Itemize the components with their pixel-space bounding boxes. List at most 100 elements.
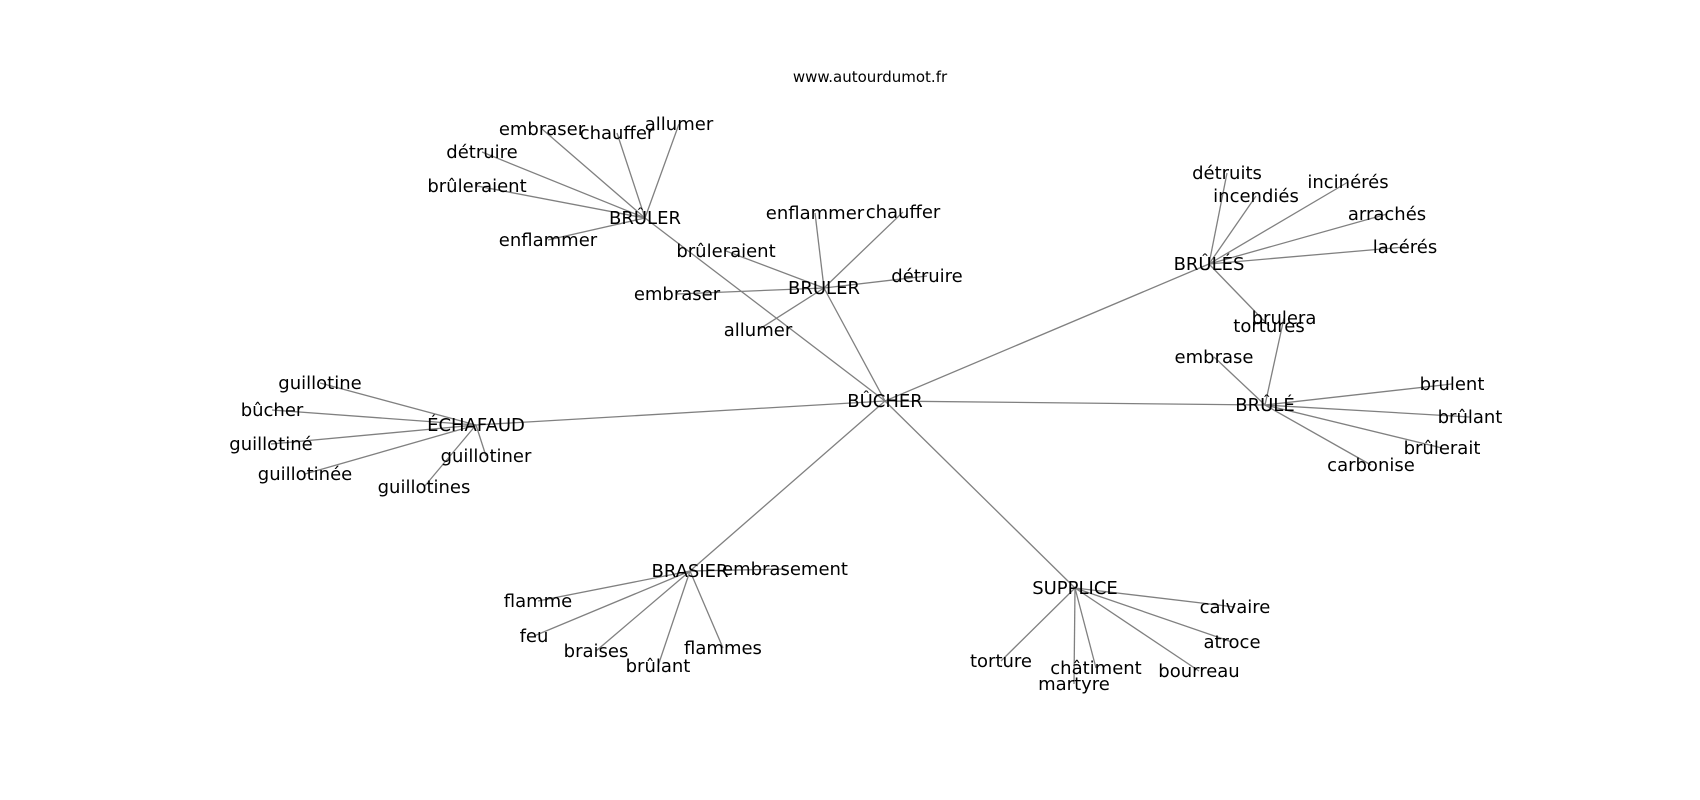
node-label: allumer (645, 114, 714, 135)
node-label: embraser (634, 284, 721, 305)
node-label: incinérés (1307, 172, 1388, 193)
edge-échafaud-guillotine (319, 382, 477, 426)
node-label: enflammer (499, 230, 598, 251)
node-label: arrachés (1348, 204, 1426, 225)
edge-brûler-embraser (541, 128, 646, 219)
edge-brûlés-lacérés (1208, 246, 1406, 265)
edge-brûler-enflammer (547, 217, 646, 241)
node-label: brûlant (626, 656, 691, 677)
node-label: embrasement (722, 559, 848, 580)
edge-brasier-flammes (689, 570, 724, 649)
node-label: guillotiner (441, 446, 532, 467)
edge-brasier-flamme (537, 570, 691, 602)
node-label: torture (970, 651, 1032, 672)
node-label: BRÛLÉS (1174, 253, 1245, 275)
node-label: enflammer (766, 203, 865, 224)
edge-bûcher-brûler (644, 217, 886, 402)
site-title: www.autourdumot.fr (793, 68, 948, 86)
node-label: flammes (684, 638, 762, 659)
edge-brûlés-arrachés (1208, 213, 1388, 265)
edge-brûler-chauffer (616, 132, 646, 219)
edge-brûlé-brûlant (1264, 404, 1471, 418)
edge-bûcher-supplice (884, 400, 1076, 589)
node-label: brûlerait (1404, 438, 1481, 459)
edge-supplice-bourreau (1074, 587, 1200, 672)
edge-brûlé-carbonise (1264, 404, 1372, 466)
edge-supplice-calvaire (1074, 587, 1236, 608)
node-label: brulera (1252, 308, 1317, 329)
edge-brûlés-tortures (1208, 263, 1270, 327)
node-label: bûcher (241, 400, 304, 421)
edge-échafaud-bûcher (271, 409, 477, 426)
node-label: brûlant (1438, 407, 1503, 428)
edge-brasier-brûlant (657, 570, 691, 667)
edge-brasier-embrasement (689, 568, 786, 572)
edge-échafaud-guillotiner (475, 424, 487, 457)
node-label: guillotines (378, 477, 471, 498)
node-label: châtiment (1050, 658, 1141, 679)
edge-brûlé-brûlerait (1264, 404, 1443, 449)
edge-brasier-feu (533, 570, 691, 637)
edge-bûcher-brûlés (884, 263, 1210, 402)
edge-bruler-enflammer (814, 212, 825, 289)
edge-bruler-allumer (757, 287, 825, 331)
edge-échafaud-guillotines (423, 424, 477, 488)
node-label: lacérés (1373, 237, 1437, 258)
node-label: braises (564, 641, 629, 662)
node-label: allumer (724, 320, 793, 341)
edge-brûlé-brulera (1264, 317, 1285, 406)
edge-supplice-atroce (1074, 587, 1233, 643)
edge-bûcher-brasier (689, 400, 886, 572)
edges-group (270, 123, 1471, 685)
edge-échafaud-guillotinée (304, 424, 477, 475)
node-label: calvaire (1200, 597, 1271, 618)
edge-brasier-braises (595, 570, 691, 652)
node-label: tortures (1233, 316, 1304, 337)
node-label: guillotine (278, 373, 361, 394)
edge-supplice-torture (1000, 587, 1076, 662)
node-label: brûleraient (427, 176, 526, 197)
node-label: brûleraient (676, 241, 775, 262)
node-label: SUPPLICE (1032, 578, 1118, 599)
edge-bruler-embraser (676, 287, 825, 295)
node-label: guillotiné (229, 434, 312, 455)
edge-bûcher-échafaud (475, 400, 886, 426)
edge-brûlé-brulent (1264, 383, 1453, 406)
edge-échafaud-guillotiné (270, 424, 477, 445)
node-label: guillotinée (258, 464, 352, 485)
node-label: BRASIER (651, 561, 728, 582)
edge-bruler-brûleraient (725, 250, 825, 289)
node-label: feu (520, 626, 549, 647)
edge-bruler-chauffer (823, 211, 904, 289)
edge-supplice-châtiment (1074, 587, 1097, 669)
edge-brûlés-détruits (1208, 172, 1228, 265)
node-label: embraser (499, 119, 586, 140)
edge-brûler-allumer (644, 123, 680, 219)
node-label: atroce (1203, 632, 1260, 653)
node-label: détruire (891, 266, 962, 287)
node-label: ÉCHAFAUD (427, 414, 525, 436)
node-label: carbonise (1327, 455, 1415, 476)
node-label: flamme (504, 591, 573, 612)
node-label: détruire (446, 142, 517, 163)
node-label: martyre (1038, 674, 1110, 695)
edge-brûler-détruire (481, 151, 646, 219)
node-label: BÛCHER (847, 390, 923, 412)
edge-bruler-détruire (823, 275, 928, 289)
edge-supplice-martyre (1073, 587, 1076, 685)
nodes-group: BÛCHERBRULERBRÛLERBRÛLÉSBRÛLÉÉCHAFAUDBRA… (229, 114, 1502, 695)
edge-brûlé-embrase (1213, 356, 1266, 406)
edge-bûcher-brûlé (884, 400, 1266, 406)
edge-bûcher-bruler (823, 287, 886, 402)
node-label: embrase (1175, 347, 1254, 368)
node-label: BRÛLER (609, 207, 681, 229)
node-label: chauffer (866, 202, 941, 223)
edge-brûlés-incinérés (1208, 181, 1349, 265)
edge-brûler-brûleraient (476, 185, 646, 219)
node-label: BRULER (788, 278, 860, 299)
node-label: incendiés (1213, 186, 1299, 207)
node-label: détruits (1192, 163, 1262, 184)
edge-brûlés-incendiés (1208, 195, 1257, 265)
node-label: bourreau (1158, 661, 1239, 682)
